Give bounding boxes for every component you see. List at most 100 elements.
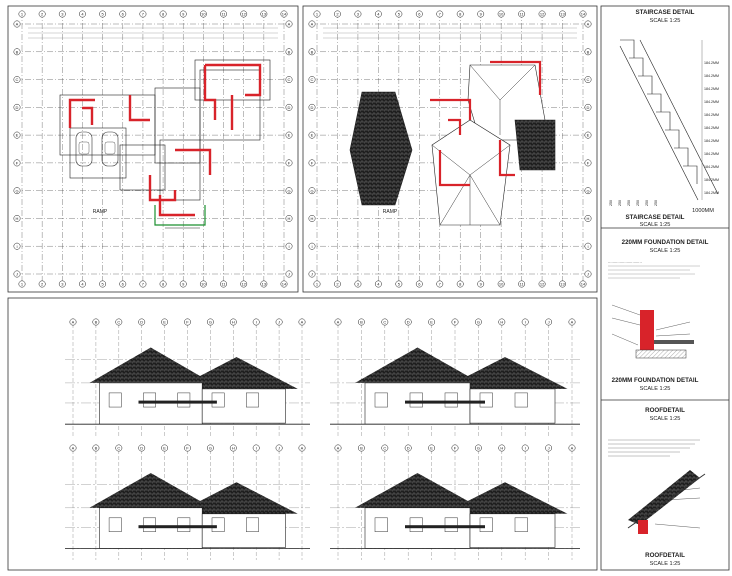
left-elevation-grid-bubble <box>275 444 283 452</box>
foundation-title-bottom: 220MM FOUNDATION DETAIL <box>612 377 699 384</box>
floor-plan-grid-col-bottom-bubble <box>220 280 227 288</box>
floor-plan-grid-col-bottom-label: 2 <box>41 282 44 287</box>
floor-plan-grid-row-left-bubble <box>13 242 21 250</box>
rear-elevation-grid-label: G <box>477 320 480 325</box>
front-elevation-grid-bubble <box>69 318 77 326</box>
floor-plan-grid-row-right-label: H <box>288 216 291 221</box>
roof-plan-grid-row-right-bubble <box>584 270 592 278</box>
left-elevation-grid-bubble <box>161 444 169 452</box>
left-elevation-grid-bubble <box>206 444 214 452</box>
floor-plan-grid-col-bottom-bubble <box>99 280 107 288</box>
roof-plan-grid-col-bottom-bubble <box>374 280 382 288</box>
rear-elevation-window <box>444 392 458 408</box>
left-elevation-grid-label: A <box>72 446 75 451</box>
roof-plan-grid-col-bottom-label: 10 <box>499 282 504 287</box>
roof-plan-grid-col-top-label: 8 <box>459 12 462 17</box>
floor-plan-grid-row-left-bubble <box>13 76 21 84</box>
front-elevation-grid-label: I <box>256 320 257 325</box>
floor-plan-room <box>119 144 166 191</box>
floor-plan-grid-col-top-label: 13 <box>262 12 267 17</box>
floor-plan-grid-col-top-bubble <box>139 10 147 18</box>
roof-hip-line <box>469 144 511 176</box>
roof-plan-grid-row-left-bubble <box>308 159 316 167</box>
right-elevation-grid-bubble <box>381 444 389 452</box>
elevations-frame <box>7 297 598 571</box>
floor-plan-grid-col-top-bubble <box>159 10 167 18</box>
front-elevation-grid-bubble <box>115 318 123 326</box>
floor-plan-grid-row-left-label: E <box>16 133 19 138</box>
floor-plan-grid-col-bottom-label: 6 <box>122 282 125 287</box>
roof-plan-grid-col-top-bubble <box>456 10 464 18</box>
floor-plan-grid-col-bottom-label: 12 <box>241 282 246 287</box>
roof-plan-grid-col-bottom-bubble <box>538 280 546 288</box>
floor-plan-grid-col-bottom-label: 3 <box>61 282 64 287</box>
staircase-width-dim: 1000MM <box>692 208 714 214</box>
roof-plan-grid-col-top-bubble <box>518 10 526 18</box>
floor-plan-red-wall <box>158 195 195 217</box>
roof-plan-grid-col-top-bubble <box>538 10 546 18</box>
floor-plan-grid-row-right-label: F <box>288 160 291 165</box>
roof-hip-line <box>431 144 471 176</box>
floor-plan-grid-col-bottom-bubble <box>38 280 46 288</box>
floor-plan-red-wall <box>128 95 150 122</box>
front-elevation-grid-bubble <box>138 318 146 326</box>
roof-plan-grid-row-right-bubble <box>584 20 592 28</box>
floor-plan-grid-col-top-label: 4 <box>81 12 84 17</box>
wall-plate-section <box>638 520 648 534</box>
roof-plan-grid-col-bottom-label: 6 <box>418 282 421 287</box>
front-elevation-grid-label: D <box>140 320 143 325</box>
garage-car-window <box>78 141 90 155</box>
front-elevation-grid-label: J <box>278 320 280 325</box>
roof-plan-grid-col-top-label: 3 <box>357 12 360 17</box>
left-elevation-grid-label: A <box>301 446 304 451</box>
left-elevation-window <box>143 517 156 532</box>
roof-plan-grid-row-right-label: G <box>586 188 589 193</box>
roof-plan-grid-row-left-label: C <box>311 77 314 82</box>
roof-plan-grid-row-left-label: D <box>311 105 314 110</box>
roof-plan-grid-row-right-label: A <box>587 22 590 27</box>
roof-plan-grid-col-bottom-label: 4 <box>377 282 380 287</box>
right-elevation-window <box>374 517 388 532</box>
roof-plan-grid-col-top-bubble <box>559 10 566 18</box>
roof-tile-section <box>628 470 700 525</box>
floor-plan-grid-col-bottom-bubble <box>79 280 86 288</box>
roof-plan-grid-col-bottom-bubble <box>518 280 526 288</box>
floor-plan-grid-row-left-bubble <box>13 103 21 111</box>
right-elevation-balcony-band <box>405 525 485 529</box>
roof-plan-grid-row-left-label: A <box>311 22 314 27</box>
stair-riser-dimension: 184.2MM <box>704 139 719 143</box>
roof-plan-grid-row-right-bubble <box>584 214 592 222</box>
floor-plan-grid-row-right-bubble <box>285 187 293 195</box>
rear-elevation-grid-label: B <box>360 320 363 325</box>
floor-plan-grid-row-right-label: B <box>288 49 291 54</box>
staircase-title-top: STAIRCASE DETAIL <box>636 9 695 16</box>
floor-plan-grid-col-top-label: 8 <box>162 12 165 17</box>
floor-plan-building <box>59 59 271 229</box>
floor-plan-grid-row-left-label: B <box>16 49 19 54</box>
floor-plan-grid-row-right-label: D <box>288 105 291 110</box>
staircase-detail: 184.2MM184.2MM184.2MM184.2MM184.2MM184.2… <box>609 39 719 206</box>
roof-plan-grid-col-bottom-label: 1 <box>316 282 319 287</box>
floor-plan-red-wall <box>203 65 217 120</box>
roof-plan-grid-col-top-bubble <box>477 10 485 18</box>
floor-plan-grid-col-top-label: 6 <box>122 12 125 17</box>
roof-hip-line <box>499 64 536 101</box>
floor-plan-red-wall <box>175 148 212 175</box>
roof-plan-grid-col-bottom-bubble <box>334 280 341 288</box>
stair-step <box>683 165 698 184</box>
floor-plan-room <box>59 94 156 156</box>
roof-plan-grid-row-left-bubble <box>308 270 316 278</box>
front-elevation-grid-bubble <box>275 318 283 326</box>
roof-plan-grid-col-top-bubble <box>436 10 444 18</box>
roof-plan-red-wall <box>438 150 470 187</box>
floor-plan-grid-row-right-bubble <box>285 159 293 167</box>
floor-plan-grid-row-right-bubble <box>285 242 293 250</box>
garage-room <box>69 127 127 179</box>
floor-plan-grid-col-bottom-bubble <box>18 280 26 288</box>
floor-plan-grid-col-bottom-bubble <box>119 280 127 288</box>
front-elevation-window <box>143 392 156 408</box>
roof-plan-grid-col-top-label: 13 <box>560 12 565 17</box>
roof-plan-frame <box>302 5 598 293</box>
floor-plan-grid-col-top-bubble <box>220 10 227 18</box>
